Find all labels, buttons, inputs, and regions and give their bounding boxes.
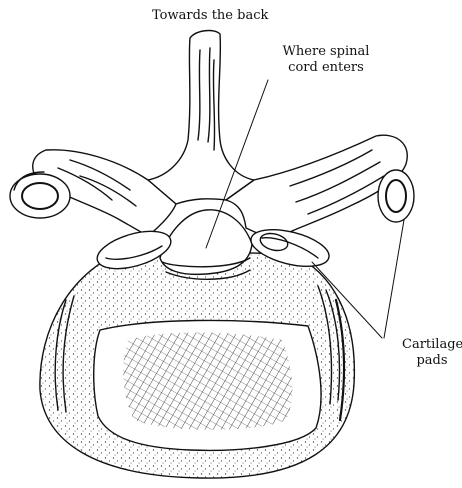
leader-line-cartilage-right — [384, 220, 404, 338]
right-articular-facet — [378, 170, 414, 222]
vertebral-body — [40, 248, 360, 480]
spinous-process — [148, 31, 254, 204]
